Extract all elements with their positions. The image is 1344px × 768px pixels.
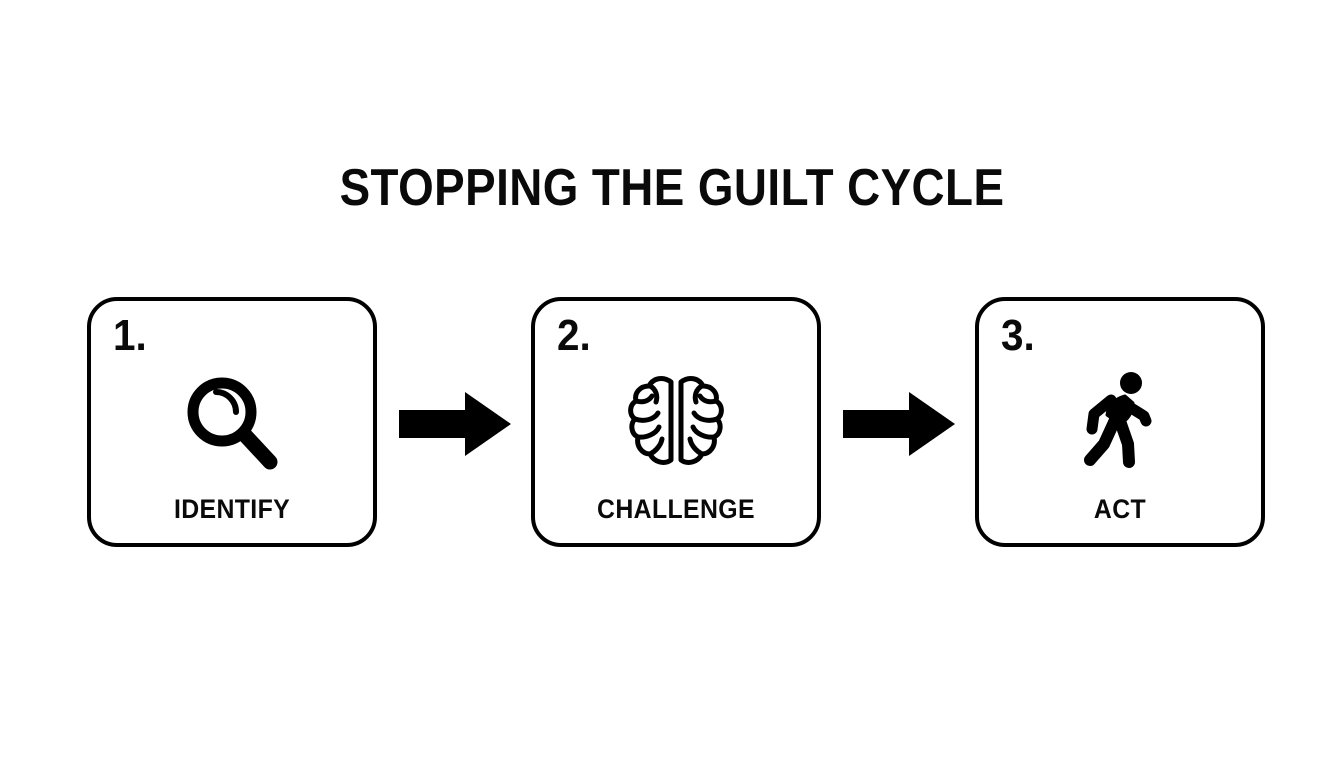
step-card-identify[interactable]: 1. IDENTIFY bbox=[87, 297, 377, 547]
step-label: IDENTIFY bbox=[173, 494, 291, 524]
page-title: STOPPING THE GUILT CYCLE bbox=[339, 159, 1005, 217]
step-card-act[interactable]: 3. ACT bbox=[975, 297, 1265, 547]
step-number: 2. bbox=[557, 311, 591, 360]
step-label: CHALLENGE bbox=[597, 494, 755, 524]
step-card-challenge[interactable]: 2. bbox=[531, 297, 821, 547]
arrow-right-icon bbox=[843, 392, 955, 456]
walking-person-icon bbox=[979, 363, 1261, 481]
arrow-right-icon bbox=[399, 392, 511, 456]
brain-icon bbox=[535, 363, 817, 481]
step-number: 1. bbox=[113, 311, 147, 360]
step-number: 3. bbox=[1001, 311, 1035, 360]
step-label: ACT bbox=[1093, 494, 1147, 524]
magnifying-glass-icon bbox=[91, 363, 373, 481]
